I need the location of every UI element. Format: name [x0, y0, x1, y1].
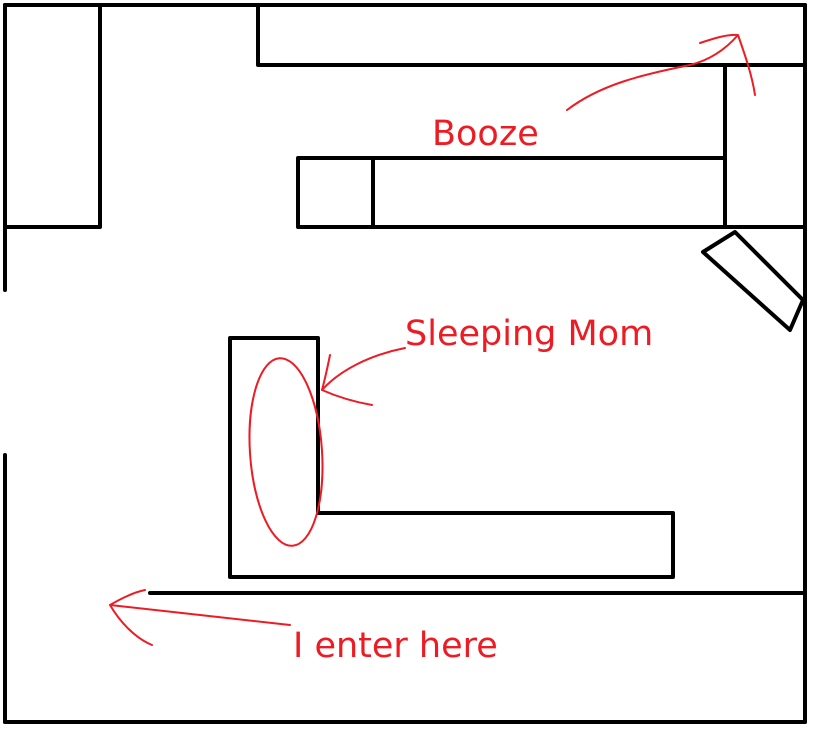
entrance-arrow — [109, 589, 291, 646]
sleeping-mom-circle — [248, 357, 324, 547]
top-left-room — [3, 3, 102, 229]
entrance-label: I enter here — [293, 626, 498, 666]
top-shelf — [256, 3, 807, 67]
l-shaped-counter — [228, 336, 675, 579]
angled-counter — [701, 230, 805, 332]
annotations: Booze Sleeping Mom I enter here — [109, 33, 756, 666]
sleeping-mom-label: Sleeping Mom — [405, 314, 653, 354]
booze-arrow — [566, 33, 756, 111]
right-shelf — [723, 63, 807, 229]
sleeping-mom-arrow — [321, 347, 406, 406]
walls — [3, 3, 807, 724]
booze-label: Booze — [432, 114, 539, 154]
middle-shelf — [296, 156, 727, 229]
